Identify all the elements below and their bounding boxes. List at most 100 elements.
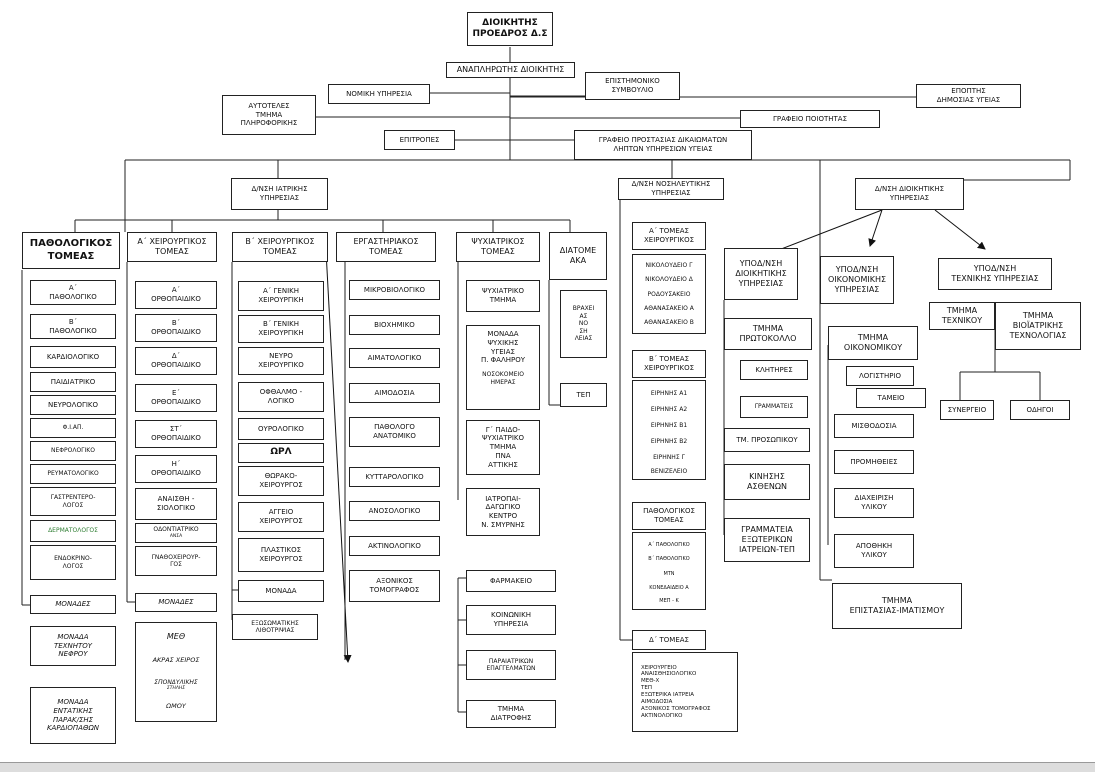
surgical-b-unit-box: ΜΟΝΑΔΑ bbox=[238, 580, 324, 602]
pathology-item: Α΄ ΠΑΘΟΛΟΓΙΚΟ bbox=[30, 280, 116, 305]
director-box: ΔΙΟΙΚΗΤΗΣ ΠΡΟΕΔΡΟΣ Δ.Σ bbox=[467, 12, 553, 46]
pathology-item: ΔΕΡΜΑΤΟΛΟΓΟΣ bbox=[30, 520, 116, 542]
admin-item: ΤΜΗΜΑ ΠΡΩΤΟΚΟΛΛΟ bbox=[724, 318, 812, 350]
unit-item-sub: ΣΤΗΛΗΣ bbox=[166, 686, 186, 691]
pathology-item: ΕΝΔΟΚΡΙΝΟ- ΛΟΓΟΣ bbox=[30, 545, 116, 580]
psych-item: Γ΄ ΠΑΙΔΟ- ΨΥΧΙΑΤΡΙΚΟ ΤΜΗΜΑ ΠΝΑ ΑΤΤΙΚΗΣ bbox=[466, 420, 540, 475]
unit-item: ΑΚΡΑΣ ΧΕΙΡΟΣ bbox=[152, 656, 200, 664]
committees-box: ΕΠΙΤΡΟΠΕΣ bbox=[384, 130, 455, 150]
unit-item: ΩΜΟΥ bbox=[166, 702, 186, 710]
other-med-item: ΤΜΗΜΑ ΔΙΑΤΡΟΦΗΣ bbox=[466, 700, 556, 728]
surgical-b-item: ΝΕΥΡΟ ΧΕΙΡΟΥΡΓΙΚΟ bbox=[238, 347, 324, 375]
odontology-sub-label: ΑΝΣΑ bbox=[169, 533, 183, 539]
other-med-item: ΚΟΙΝΩΝΙΚΗ ΥΠΗΡΕΣΙΑ bbox=[466, 605, 556, 635]
nursing-ward: ΚΟΝΕΔΑΙΔΕΙΟ Α bbox=[649, 585, 689, 591]
nursing-d-list: ΧΕΙΡΟΥΡΓΕΙΟ ΑΝΑΙΣΘΗΣΙΟΛΟΓΙΚΟ ΜΕΘ-Χ ΤΕΠ Ε… bbox=[632, 652, 738, 732]
admin-item: ΠΡΟΜΗΘΕΙΕΣ bbox=[834, 450, 914, 474]
tech-item: ΤΜΗΜΑ ΒΙΟΪΑΤΡΙΚΗΣ ΤΕΧΝΟΛΟΓΙΑΣ bbox=[995, 302, 1081, 350]
admin-item: ΤΑΜΕΙΟ bbox=[856, 388, 926, 408]
nursing-ward: ΑΘΑΝΑΣΑΚΕΙΟ Α bbox=[644, 305, 694, 312]
lab-item: ΜΙΚΡΟΒΙΟΛΟΓΙΚΟ bbox=[349, 280, 440, 300]
inter-item: ΒΡΑΧΕΙ ΑΣ ΝΟ ΣΗ ΛΕΙΑΣ bbox=[560, 290, 607, 358]
psych-item: ΙΑΤΡΟΠΑΙ- ΔΑΓΩΓΙΚΟ ΚΕΝΤΡΟ Ν. ΣΜΥΡΝΗΣ bbox=[466, 488, 540, 536]
lab-item: ΑΝΟΣΟΛΟΓΙΚΟ bbox=[349, 501, 440, 521]
legal-box: ΝΟΜΙΚΗ ΥΠΗΡΕΣΙΑ bbox=[328, 84, 430, 104]
unit-box: ΜΟΝΑΔΑ ΕΝΤΑΤΙΚΗΣ ΠΑΡΑΚ/ΣΗΣ ΚΑΡΔΙΟΠΑΘΩΝ bbox=[30, 687, 116, 744]
surgical-a-item: Η΄ ΟΡΘΟΠΑΙΔΙΚΟ bbox=[135, 455, 217, 483]
admin-sub-box: ΥΠΟΔ/ΝΣΗ ΔΙΟΙΚΗΤΙΚΗΣ ΥΠΗΡΕΣΙΑΣ bbox=[724, 248, 798, 300]
nursing-ward: ΕΙΡΗΝΗΣ Γ bbox=[653, 454, 685, 461]
surgical-b-item: ΩΡΛ bbox=[238, 443, 324, 463]
quality-box: ΓΡΑΦΕΙΟ ΠΟΙΟΤΗΤΑΣ bbox=[740, 110, 880, 128]
other-med-item: ΦΑΡΜΑΚΕΙΟ bbox=[466, 570, 556, 592]
lab-item: ΑΞΟΝΙΚΟΣ ΤΟΜΟΓΡΑΦΟΣ bbox=[349, 570, 440, 602]
surgical-a-item: Ε΄ ΟΡΘΟΠΑΙΔΙΚΟ bbox=[135, 384, 217, 412]
pathology-item: ΝΕΥΡΟΛΟΓΙΚΟ bbox=[30, 395, 116, 415]
surgical-b-unit-item: ΕΞΩΣΩΜΑΤΙΚΗΣ ΛΙΘΟΤΡΙΨΙΑΣ bbox=[232, 614, 318, 640]
surgical-a-item: ΣΤ΄ ΟΡΘΟΠΑΙΔΙΚΟ bbox=[135, 420, 217, 448]
psych-unit-label: ΜΟΝΑΔΑ ΨΥΧΙΚΗΣ ΥΓΕΙΑΣ Π. ΦΑΛΗΡΟΥ bbox=[480, 330, 526, 365]
nursing-ward: Α΄ ΠΑΘΟΛΟΓΙΚΟ bbox=[648, 542, 690, 548]
surgical-a-units-box: ΜΟΝΑΔΕΣ bbox=[135, 593, 217, 612]
nursing-ward: ΑΘΑΝΑΣΑΚΕΙΟ Β bbox=[644, 319, 694, 326]
nursing-ward: ΜΕΠ - Κ bbox=[659, 598, 679, 604]
nursing-sector-box: Δ΄ ΤΟΜΕΑΣ bbox=[632, 630, 706, 650]
nursing-ward: ΕΙΡΗΝΗΣ Β1 bbox=[650, 422, 688, 429]
nursing-ward: ΝΙΚΟΛΟΥΔΕΙΟ Γ bbox=[645, 262, 693, 269]
other-med-item: ΠΑΡΑΙΑΤΡΙΚΩΝ ΕΠΑΓΓΕΛΜΑΤΩΝ bbox=[466, 650, 556, 680]
admin-item: ΤΜΗΜΑ ΟΙΚΟΝΟΜΙΚΟΥ bbox=[828, 326, 918, 360]
nursing-ward: Β΄ ΠΑΘΟΛΟΓΙΚΟ bbox=[648, 556, 690, 562]
nursing-ward: ΒΕΝΙΖΕΛΕΙΟ bbox=[650, 468, 688, 475]
medical-directorate-box: Δ/ΝΣΗ ΙΑΤΡΙΚΗΣ ΥΠΗΡΕΣΙΑΣ bbox=[231, 178, 328, 210]
admin-item: ΛΟΓΙΣΤΗΡΙΟ bbox=[846, 366, 914, 386]
admin-item: ΚΙΝΗΣΗΣ ΑΣΘΕΝΩΝ bbox=[724, 464, 810, 500]
pathology-sector-box: ΠΑΘΟΛΟΓΙΚΟΣ ΤΟΜΕΑΣ bbox=[22, 232, 120, 269]
pathology-item: Φ.Ι.ΑΠ. bbox=[30, 418, 116, 438]
nursing-ward: ΕΙΡΗΝΗΣ Α2 bbox=[650, 406, 688, 413]
nursing-ward: ΜΤΝ bbox=[663, 571, 675, 577]
nursing-sector-box: ΠΑΘΟΛΟΓΙΚΟΣ ΤΟΜΕΑΣ bbox=[632, 502, 706, 530]
unit-item: ΜΕΘ bbox=[166, 632, 186, 641]
pathology-item: Β΄ ΠΑΘΟΛΟΓΙΚΟ bbox=[30, 314, 116, 339]
admin-item: ΓΡΑΜΜΑΤΕΙΣ bbox=[740, 396, 808, 418]
surgical-b-item: ΘΩΡΑΚΟ- ΧΕΙΡΟΥΡΓΟΣ bbox=[238, 466, 324, 496]
rights-box: ΓΡΑΦΕΙΟ ΠΡΟΣΤΑΣΙΑΣ ΔΙΚΑΙΩΜΑΤΩΝ ΛΗΠΤΩΝ ΥΠ… bbox=[574, 130, 752, 160]
lab-item: ΚΥΤΤΑΡΟΛΟΓΙΚΟ bbox=[349, 467, 440, 487]
surgical-b-item: Β΄ ΓΕΝΙΚΗ ΧΕΙΡΟΥΡΓΙΚΗ bbox=[238, 315, 324, 343]
admin-sub-box: ΥΠΟΔ/ΝΣΗ ΟΙΚΟΝΟΜΙΚΗΣ ΥΠΗΡΕΣΙΑΣ bbox=[820, 256, 894, 304]
lab-item: ΑΚΤΙΝΟΛΟΓΙΚΟ bbox=[349, 536, 440, 556]
pathology-item: ΠΑΙΔΙΑΤΡΙΚΟ bbox=[30, 372, 116, 392]
tech-item: ΣΥΝΕΡΓΕΙΟ bbox=[940, 400, 994, 420]
psych-item: ΜΟΝΑΔΑ ΨΥΧΙΚΗΣ ΥΓΕΙΑΣ Π. ΦΑΛΗΡΟΥ ΝΟΣΟΚΟΜΕ… bbox=[466, 325, 540, 410]
surgical-a-item: ΓΝΑΘΟΧΕΙΡΟΥΡ- ΓΟΣ bbox=[135, 546, 217, 576]
nursing-sector-box: Α΄ ΤΟΜΕΑΣ ΧΕΙΡΟΥΡΓΙΚΟΣ bbox=[632, 222, 706, 250]
surgical-a-item: Α΄ ΟΡΘΟΠΑΙΔΙΚΟ bbox=[135, 281, 217, 309]
scientific-box: ΕΠΙΣΤΗΜΟΝΙΚΟ ΣΥΜΒΟΥΛΙΟ bbox=[585, 72, 680, 100]
nursing-directorate-box: Δ/ΝΣΗ ΝΟΣΗΛΕΥΤΙΚΗΣ ΥΠΗΡΕΣΙΑΣ bbox=[618, 178, 724, 200]
deputy-box: ΑΝΑΠΛΗΡΩΤΗΣ ΔΙΟΙΚΗΤΗΣ bbox=[446, 62, 575, 78]
surgical-b-item: ΟΥΡΟΛΟΓΙΚΟ bbox=[238, 418, 324, 440]
admin-item: ΜΙΣΘΟΔΟΣΙΑ bbox=[834, 414, 914, 438]
surgical-b-item: Α΄ ΓΕΝΙΚΗ ΧΕΙΡΟΥΡΓΙΚΗ bbox=[238, 281, 324, 311]
surgical-b-item: ΑΓΓΕΙΟ ΧΕΙΡΟΥΡΓΟΣ bbox=[238, 502, 324, 532]
surgical-a-item: ΑΝΑΙΣΘΗ - ΣΙΟΛΟΓΙΚΟ bbox=[135, 488, 217, 520]
unit-item: ΣΠΟΝΔΥΛΙΚΗΣ bbox=[154, 679, 198, 686]
nursing-ward: ΕΙΡΗΝΗΣ Α1 bbox=[650, 390, 688, 397]
day-hospital-label: ΝΟΣΟΚΟΜΕΙΟ ΗΜΕΡΑΣ bbox=[482, 371, 524, 386]
admin-item: ΓΡΑΜΜΑΤΕΙΑ ΕΞΩΤΕΡΙΚΩΝ ΙΑΤΡΕΙΩΝ-ΤΕΠ bbox=[724, 518, 810, 562]
pathology-item: ΡΕΥΜΑΤΟΛΟΓΙΚΟ bbox=[30, 464, 116, 484]
odontology-label: ΟΔΟΝΤΙΑΤΡΙΚΟ bbox=[153, 526, 199, 534]
health-supervisor-box: ΕΠΟΠΤΗΣ ΔΗΜΟΣΙΑΣ ΥΓΕΙΑΣ bbox=[916, 84, 1021, 108]
nursing-sector-box: Β΄ ΤΟΜΕΑΣ ΧΕΙΡΟΥΡΓΙΚΟΣ bbox=[632, 350, 706, 378]
admin-directorate-box: Δ/ΝΣΗ ΔΙΟΙΚΗΤΙΚΗΣ ΥΠΗΡΕΣΙΑΣ bbox=[855, 178, 964, 210]
lab-item: ΑΙΜΑΤΟΛΟΓΙΚΟ bbox=[349, 348, 440, 368]
pathology-item: ΝΕΦΡΟΛΟΓΙΚΟ bbox=[30, 441, 116, 461]
surgical-a-item: Δ΄ ΟΡΘΟΠΑΙΔΙΚΟ bbox=[135, 347, 217, 375]
unit-box: ΜΟΝΑΔΑ ΤΕΧΝΗΤΟΥ ΝΕΦΡΟΥ bbox=[30, 626, 116, 666]
lab-item: ΑΙΜΟΔΟΣΙΑ bbox=[349, 383, 440, 403]
nursing-ward: ΕΙΡΗΝΗΣ Β2 bbox=[650, 438, 688, 445]
nursing-list-box bbox=[632, 380, 706, 480]
nursing-list-box bbox=[632, 532, 706, 610]
